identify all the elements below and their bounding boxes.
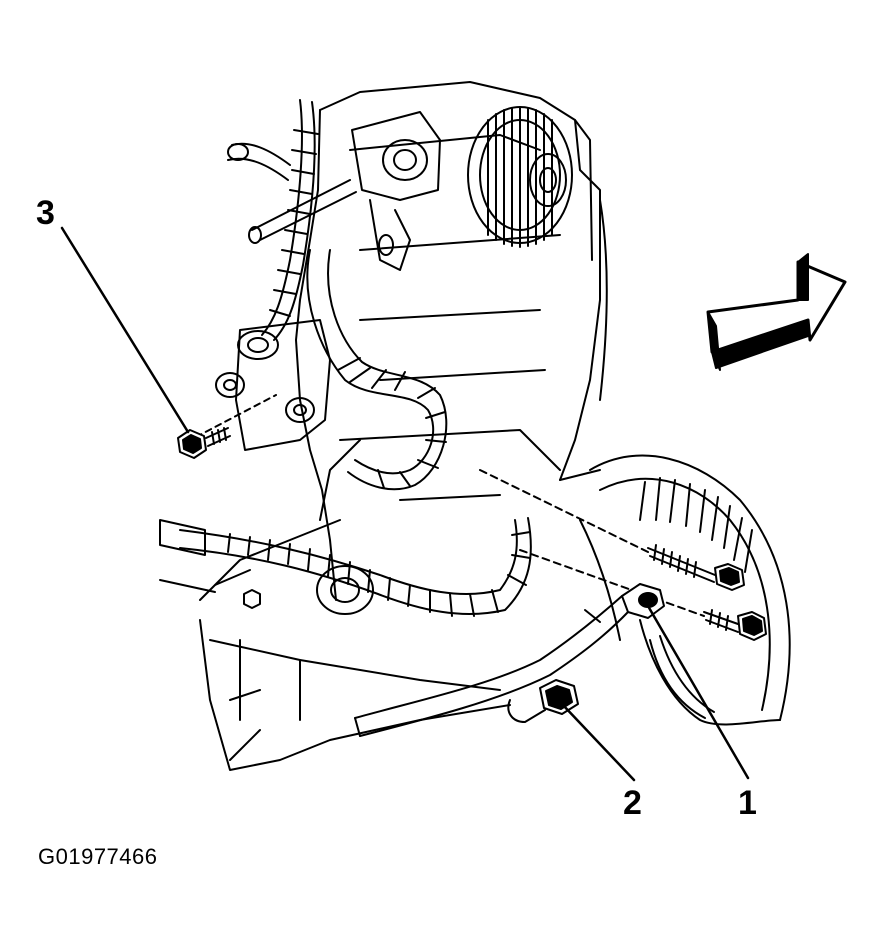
upper-bracket (351, 111, 441, 271)
upper-tube (248, 179, 357, 244)
bolt-upper-right (479, 469, 745, 591)
nut-lower-left (214, 569, 261, 609)
bolt-lower-right (519, 549, 767, 641)
callout-3-label: 3 (36, 194, 55, 232)
front-direction-arrow-icon (706, 253, 847, 371)
figure-id: G01977466 (38, 844, 158, 869)
oil-pan-area (159, 439, 511, 771)
nut-2 (507, 679, 579, 723)
alternator (467, 106, 573, 248)
callout-2-leader (560, 702, 636, 782)
engine-block (295, 81, 608, 601)
wiring-harness-lower (159, 517, 532, 617)
ground-strap (354, 583, 665, 737)
left-mount-bracket (215, 319, 331, 451)
bolt-3 (177, 394, 277, 459)
callout-1-label: 1 (738, 784, 757, 822)
callout-2-label: 2 (623, 784, 642, 822)
transmission-housing (559, 454, 791, 726)
corrugated-hose (306, 249, 448, 491)
callout-3-leader (60, 226, 190, 434)
wiring-harness-left (227, 99, 319, 341)
callout-1-leader (646, 604, 750, 780)
